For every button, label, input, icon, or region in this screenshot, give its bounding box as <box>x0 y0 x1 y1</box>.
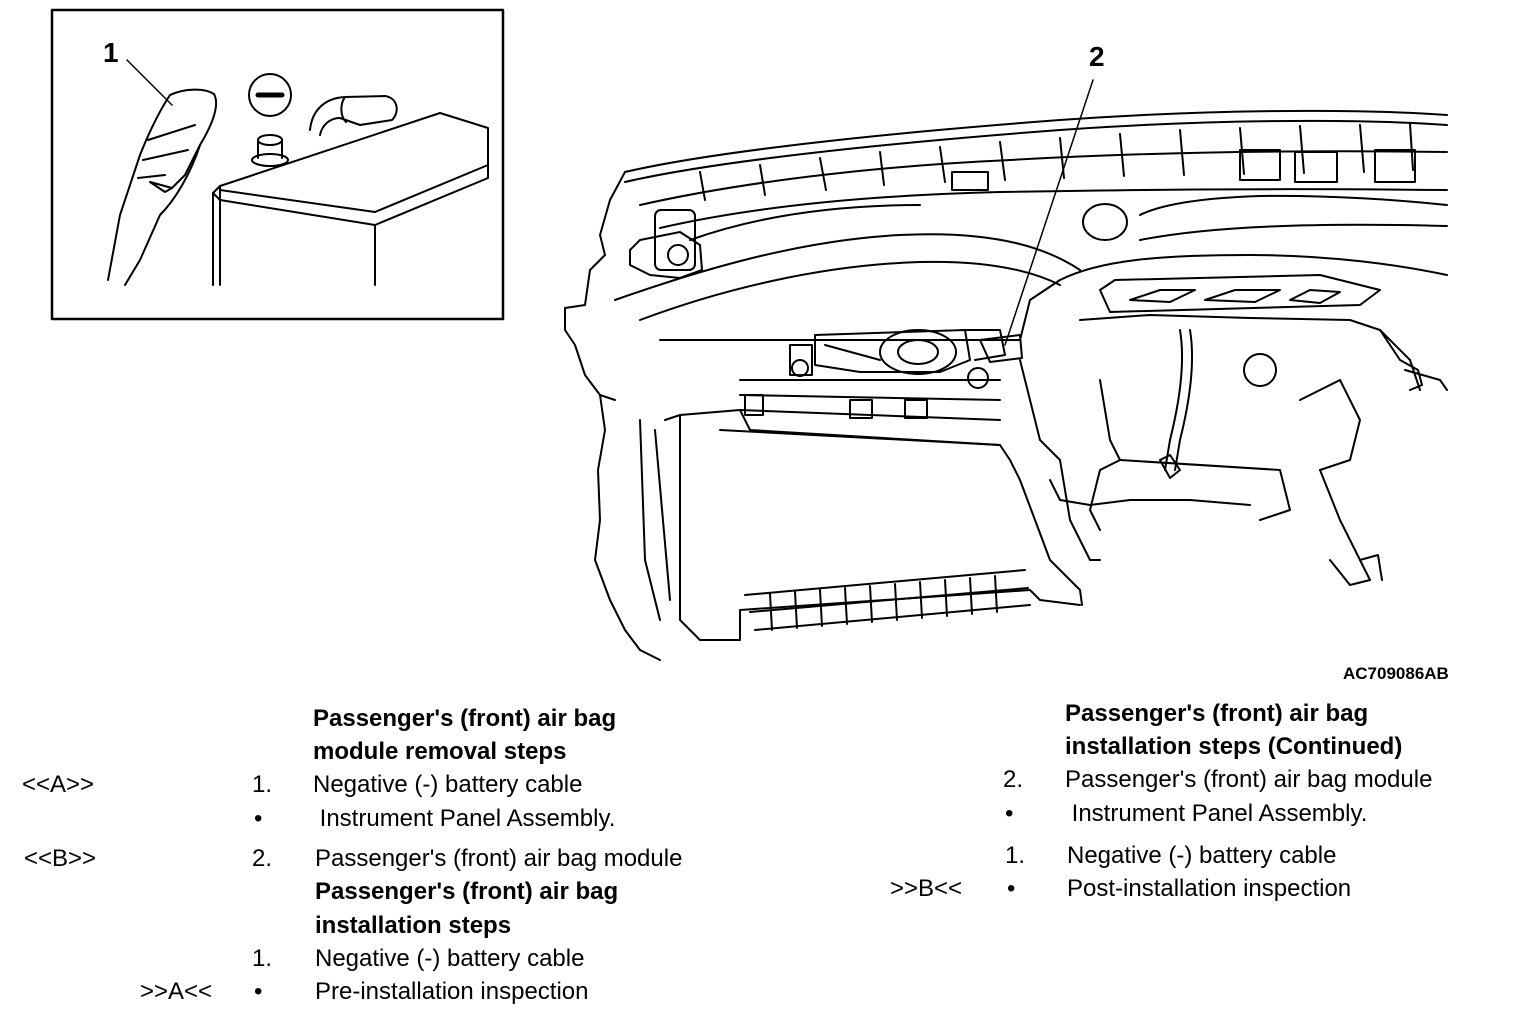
step-text: Pre-installation inspection <box>315 978 589 1005</box>
step-text: Negative (-) battery cable <box>1067 842 1337 869</box>
step-ref: >>A<< <box>140 978 213 1005</box>
step-text: Negative (-) battery cable <box>315 945 585 972</box>
step-number: 1. <box>1005 842 1026 869</box>
battery-inset <box>50 8 505 321</box>
install-heading-line2: installation steps <box>315 912 512 939</box>
step-bullet: • <box>1007 875 1016 902</box>
air-bag-module <box>814 329 1023 375</box>
step-bullet: • <box>254 805 263 832</box>
step-ref: <<A>> <box>22 771 95 798</box>
step-bullet: • <box>254 978 263 1005</box>
step-number: 1. <box>252 945 273 972</box>
step-text: Passenger's (front) air bag module <box>1065 766 1433 793</box>
step-text: Negative (-) battery cable <box>313 771 583 798</box>
step-text: Instrument Panel Assembly. <box>1065 800 1368 827</box>
step-text: Instrument Panel Assembly. <box>313 805 616 832</box>
step-bullet: • <box>1005 800 1014 827</box>
step-text: Post-installation inspection <box>1067 875 1352 902</box>
removal-heading-line1: Passenger's (front) air bag <box>313 705 617 732</box>
removal-heading-line2: module removal steps <box>313 738 567 765</box>
install-heading-line1: Passenger's (front) air bag <box>315 878 619 905</box>
step-number: 1. <box>252 771 273 798</box>
instrument-panel <box>564 79 1448 661</box>
continued-heading-line1: Passenger's (front) air bag <box>1065 700 1369 727</box>
continued-heading-line2: installation steps (Continued) <box>1065 733 1403 760</box>
step-text: Passenger's (front) air bag module <box>315 845 683 872</box>
step-ref: >>B<< <box>890 875 963 902</box>
step-number: 2. <box>1003 766 1024 793</box>
step-ref: <<B>> <box>24 845 97 872</box>
figure-code: AC709086AB <box>1343 664 1449 683</box>
step-number: 2. <box>252 845 273 872</box>
illustration <box>50 8 1448 661</box>
callout-1-label: 1 <box>103 37 119 68</box>
callout-2-label: 2 <box>1089 41 1105 72</box>
